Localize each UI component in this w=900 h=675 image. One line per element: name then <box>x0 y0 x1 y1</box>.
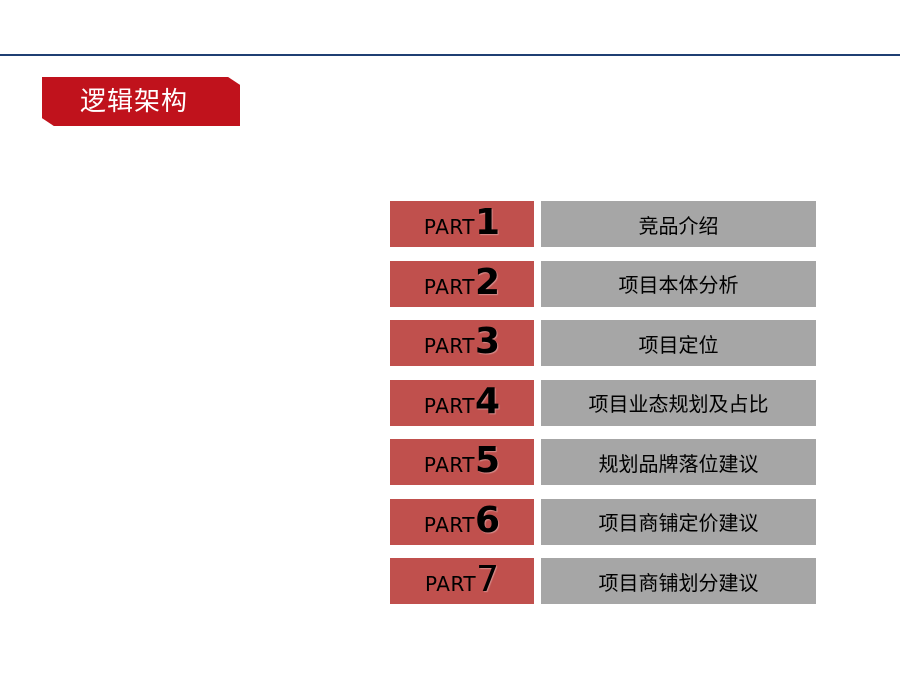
header-rule <box>0 54 900 56</box>
part-number: 3 <box>475 321 501 362</box>
part-prefix: PART <box>423 453 476 477</box>
title-banner <box>42 77 240 126</box>
part-prefix: PART <box>423 215 476 239</box>
part-number: 1 <box>475 202 501 243</box>
part-prefix: PART <box>423 512 476 537</box>
part-number: 4 <box>475 380 501 422</box>
part-number: 7 <box>476 559 500 600</box>
part-title: 项目本体分析 <box>541 260 816 307</box>
part-prefix: PART <box>423 334 476 358</box>
slide-title: 逻辑架构 <box>80 87 189 117</box>
part-title: 项目商铺定价建议 <box>541 498 816 545</box>
part-title: 项目业态规划及占比 <box>541 379 816 426</box>
part-prefix: PART <box>423 274 476 299</box>
part-number: 5 <box>475 440 501 481</box>
part-prefix: PART <box>423 393 476 418</box>
part-title: 竞品介绍 <box>541 201 816 247</box>
part-number: 2 <box>475 261 501 303</box>
part-title: 项目商铺划分建议 <box>541 558 816 604</box>
part-title: 项目定位 <box>541 320 816 366</box>
part-prefix: PART <box>424 572 477 596</box>
part-number: 6 <box>475 499 501 541</box>
part-title: 规划品牌落位建议 <box>541 439 816 485</box>
